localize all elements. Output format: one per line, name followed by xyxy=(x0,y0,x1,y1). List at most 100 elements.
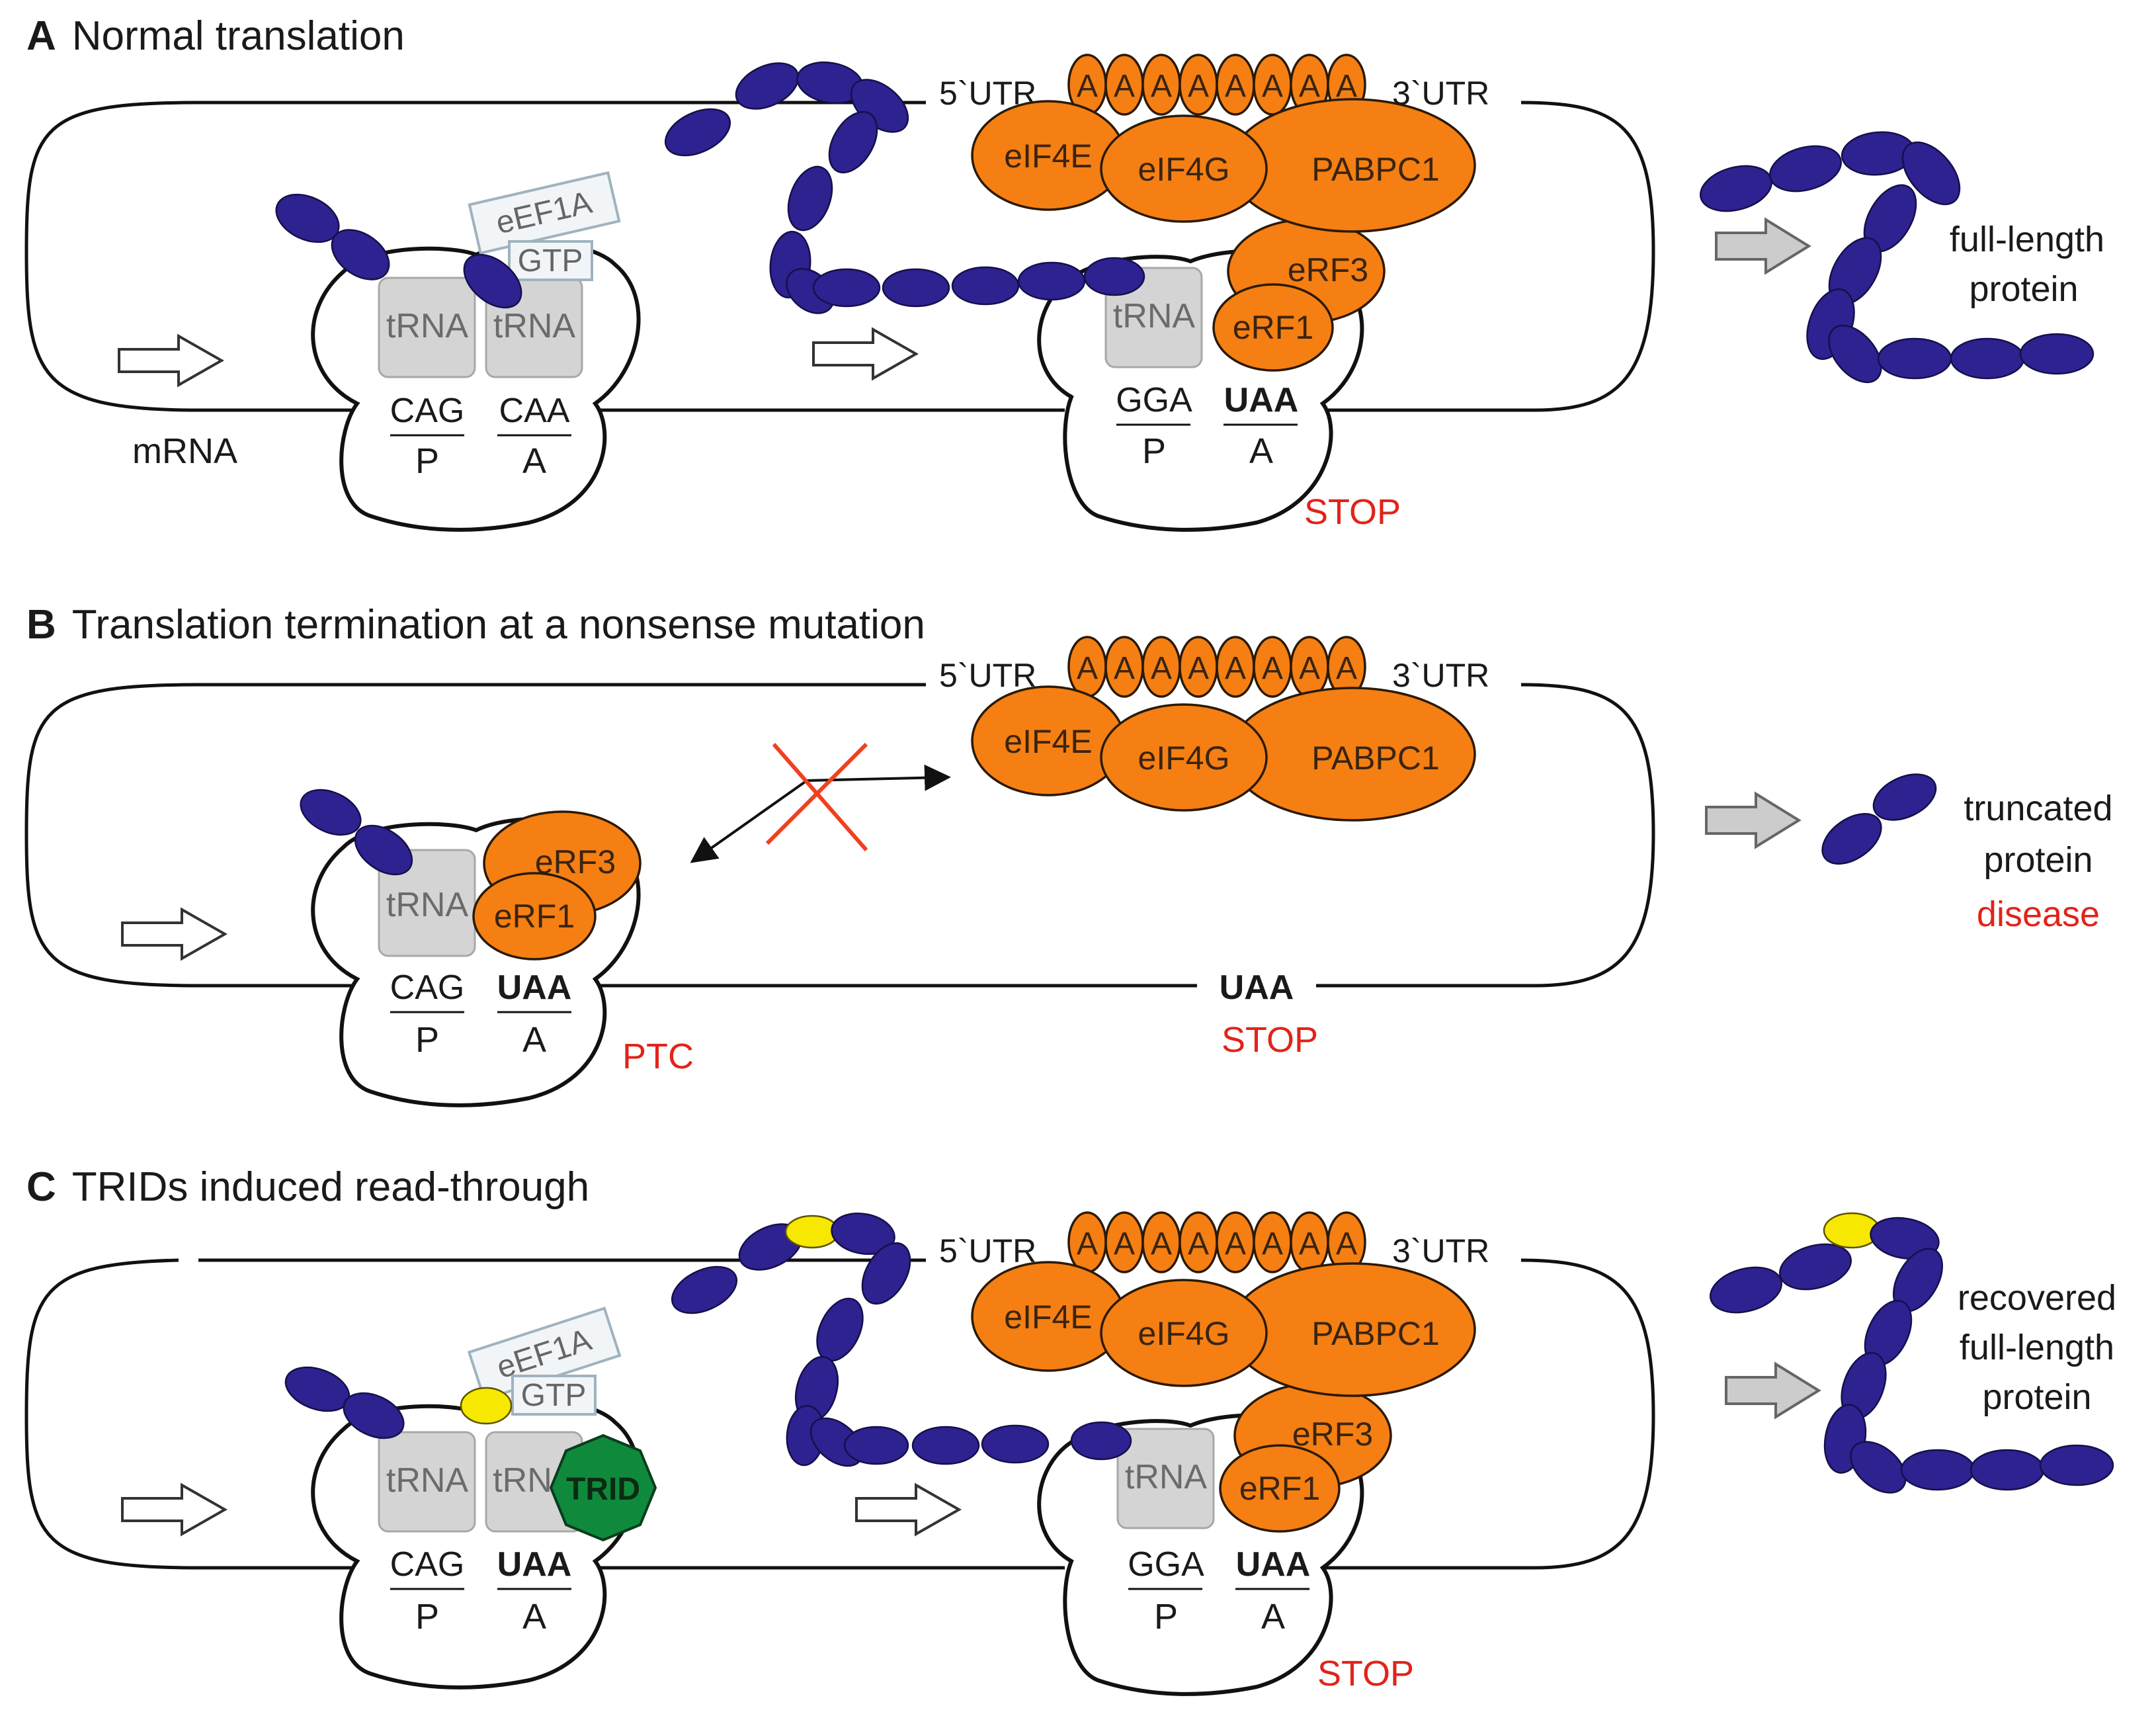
eif4e-label: eIF4E xyxy=(1004,723,1092,760)
eef1a-complex-a: eEF1A xyxy=(468,171,621,255)
site-a: A xyxy=(522,1597,546,1637)
erf1-factor xyxy=(472,872,597,961)
erf3-label: eRF3 xyxy=(1288,251,1368,288)
interaction-arrow xyxy=(690,779,808,863)
trna-p-a1 xyxy=(378,277,476,378)
amino-acid-bead xyxy=(1877,337,1952,380)
result-line-2: full-length xyxy=(1960,1328,2114,1367)
poly-a-letter: A xyxy=(1262,651,1283,686)
pabpc1-label: PABPC1 xyxy=(1311,151,1440,188)
amino-acid-bead xyxy=(812,268,881,308)
amino-acid-bead xyxy=(882,268,950,308)
normal-stop-label: STOP xyxy=(1222,1020,1318,1060)
site-a: A xyxy=(522,1020,546,1060)
stop-label: STOP xyxy=(1317,1654,1414,1693)
panel-b-title: Translation termination at a nonsense mu… xyxy=(72,602,925,648)
amino-acid-bead xyxy=(1017,261,1086,301)
poly-a-tail-a xyxy=(1067,54,1366,116)
amino-acid-bead xyxy=(1900,1449,1975,1491)
amino-acid-bead xyxy=(861,1242,911,1305)
gtp-label: GTP xyxy=(518,243,583,278)
ptc-codon: UAA xyxy=(497,968,572,1007)
amino-acid-bead xyxy=(1850,1441,1907,1494)
stop-codon-c: UAA xyxy=(1236,1545,1311,1584)
product-arrow xyxy=(1705,791,1802,849)
ptc-label: PTC xyxy=(622,1037,694,1076)
panel-c-letter: C xyxy=(26,1164,56,1210)
stop-codon-a: UAA xyxy=(1224,381,1299,419)
amino-acid-bead xyxy=(1821,812,1882,865)
amino-acid-bead xyxy=(1901,141,1961,206)
poly-a-letter: A xyxy=(1151,69,1172,104)
poly-a-letter: A xyxy=(1299,69,1320,104)
amino-acid-bead xyxy=(331,229,390,280)
result-line-2: protein xyxy=(1983,840,2093,880)
blocked-cross xyxy=(765,742,868,845)
direction-arrow xyxy=(855,1482,962,1537)
poly-a-tail-b xyxy=(1067,636,1366,698)
poly-a-letter: A xyxy=(1114,651,1135,686)
poly-a-letter: A xyxy=(1262,1226,1283,1262)
poly-a-letter: A xyxy=(1225,69,1246,104)
codon-p: GGA xyxy=(1116,381,1192,419)
pabpc1-label: PABPC1 xyxy=(1311,740,1440,777)
erf1-factor xyxy=(1219,1444,1341,1533)
amino-acid-bead xyxy=(2039,1444,2114,1486)
blocked-cross xyxy=(772,743,868,851)
amino-acid-bead xyxy=(816,1297,864,1362)
amino-acid-bead xyxy=(2019,333,2094,375)
nascent-chain-a1 xyxy=(275,193,522,309)
product-arrow xyxy=(1715,217,1811,275)
gtp-box xyxy=(508,240,593,281)
amino-acid-bead xyxy=(300,789,362,836)
utr5-label: 5`UTR xyxy=(939,1232,1036,1269)
site-a: A xyxy=(1249,431,1273,471)
amino-acid-bead xyxy=(843,1426,909,1465)
utr5-label: 5`UTR xyxy=(939,657,1036,694)
amino-acid-bead xyxy=(831,1213,895,1255)
poly-a-letter: A xyxy=(1077,651,1098,686)
trid-label: TRID xyxy=(566,1472,640,1507)
site-p: P xyxy=(1142,431,1166,471)
amino-acid-bead xyxy=(664,108,731,157)
amino-acid-bead xyxy=(1070,1421,1132,1461)
poly-a-letter: A xyxy=(1336,651,1357,686)
full-length-protein-a xyxy=(1699,131,2094,384)
poly-a-letter: A xyxy=(1299,1226,1320,1262)
codon-p: CAG xyxy=(390,968,465,1007)
amino-acid-bead xyxy=(1828,324,1882,384)
disease-label: disease xyxy=(1977,894,2100,934)
eif4g-label: eIF4G xyxy=(1138,151,1230,188)
site-p: P xyxy=(415,1597,439,1637)
eif4g-label: eIF4G xyxy=(1138,1315,1230,1352)
amino-acid-bead xyxy=(1872,773,1937,821)
amino-acid-bead xyxy=(1778,1243,1852,1291)
site-p: P xyxy=(415,1020,439,1060)
recovered-protein xyxy=(1709,1212,2114,1494)
poly-a-letter: A xyxy=(1262,69,1283,104)
nascent-chain-a2 xyxy=(664,61,1145,314)
poly-a-letter: A xyxy=(1077,69,1098,104)
direction-arrow xyxy=(121,1482,228,1537)
codon-p: CAG xyxy=(390,1545,465,1584)
poly-a-letter: A xyxy=(1114,1226,1135,1262)
amino-acid-bead xyxy=(354,824,413,876)
poly-a-tail-c xyxy=(1067,1211,1366,1273)
poly-a-letters-b: A A A A A A A A xyxy=(1077,651,1357,686)
trna-p-c1 xyxy=(378,1431,476,1533)
erf3-label: eRF3 xyxy=(1292,1416,1373,1453)
truncated-protein xyxy=(1821,773,1937,865)
amino-acid-bead xyxy=(671,1265,738,1314)
direction-arrow xyxy=(118,333,225,388)
amino-acid-bead xyxy=(787,165,833,232)
direction-arrow xyxy=(812,327,919,381)
poly-a-letter: A xyxy=(1077,1226,1098,1262)
normal-stop-codon: UAA xyxy=(1220,968,1294,1007)
amino-acid-bead xyxy=(735,62,800,110)
poly-a-letter: A xyxy=(1151,651,1172,686)
pabpc1-label: PABPC1 xyxy=(1311,1315,1440,1352)
